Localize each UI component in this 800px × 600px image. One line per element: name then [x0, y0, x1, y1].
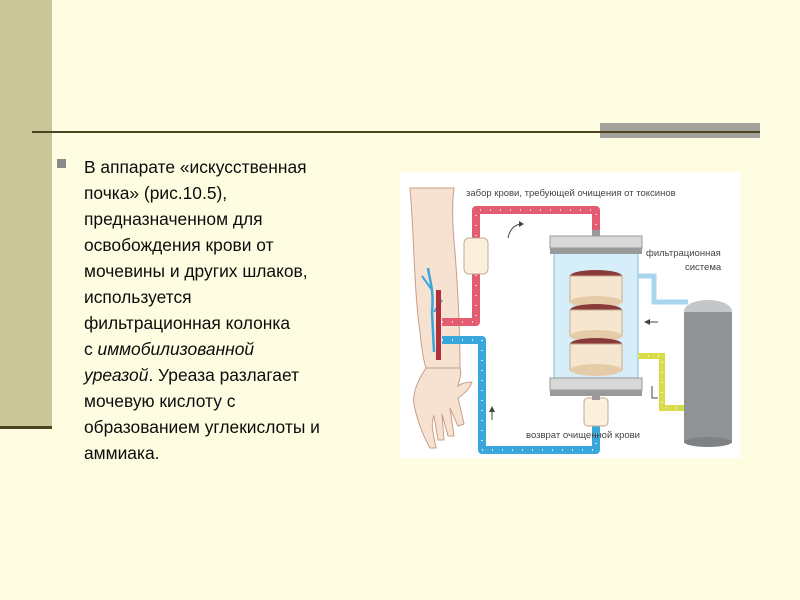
- italic-term: иммобилизованной: [97, 339, 255, 359]
- return-tube: [442, 336, 609, 454]
- text-line: фильтрационная колонка: [84, 313, 291, 333]
- pump-chamber: [463, 237, 489, 275]
- bullet-icon: [57, 159, 66, 168]
- text-fragment: с: [84, 339, 98, 359]
- body-paragraph: В аппарате «искусственная почка» (рис.10…: [84, 154, 384, 466]
- text-fragment: . Уреаза разлагает: [148, 365, 300, 385]
- artificial-kidney-figure: забор крови, требующей очищения от токси…: [400, 172, 740, 458]
- sidebar-divider: [0, 426, 52, 429]
- filter-disc: [569, 338, 623, 376]
- text-line: мочевины и других шлаков,: [84, 261, 308, 281]
- text-line: мочевую кислоту с: [84, 391, 236, 411]
- figure-label-top: забор крови, требующей очищения от токси…: [466, 188, 676, 199]
- decorative-sidebar: [0, 0, 52, 428]
- filter-disc: [569, 270, 623, 308]
- text-line: аммиака.: [84, 443, 160, 463]
- intake-tube: [442, 206, 600, 326]
- figure-label-bottom: возврат очищенной крови: [526, 430, 640, 441]
- kidney-diagram: забор крови, требующей очищения от токси…: [409, 187, 732, 454]
- title-divider: [32, 131, 760, 133]
- filtration-column: [549, 230, 643, 400]
- connector-tube: [638, 273, 688, 305]
- text-line: освобождения крови от: [84, 235, 274, 255]
- italic-term: уреазой: [84, 365, 149, 385]
- filter-disc: [569, 304, 623, 342]
- text-line: с иммобилизованной: [84, 336, 384, 362]
- text-line: образованием углекислоты и: [84, 417, 320, 437]
- figure-label-filter: фильтрационная: [646, 248, 721, 259]
- text-line: предназначенном для: [84, 209, 263, 229]
- divider-accent-block: [600, 123, 760, 138]
- gray-tank: [684, 300, 732, 447]
- figure-label-filter: система: [685, 262, 722, 273]
- blood-vessel: [436, 290, 441, 360]
- return-chamber: [583, 397, 609, 427]
- text-line: В аппарате «искусственная: [84, 157, 307, 177]
- text-line: почка» (рис.10.5),: [84, 183, 228, 203]
- text-line: уреазой. Уреаза разлагает: [84, 362, 384, 388]
- text-line: используется: [84, 287, 192, 307]
